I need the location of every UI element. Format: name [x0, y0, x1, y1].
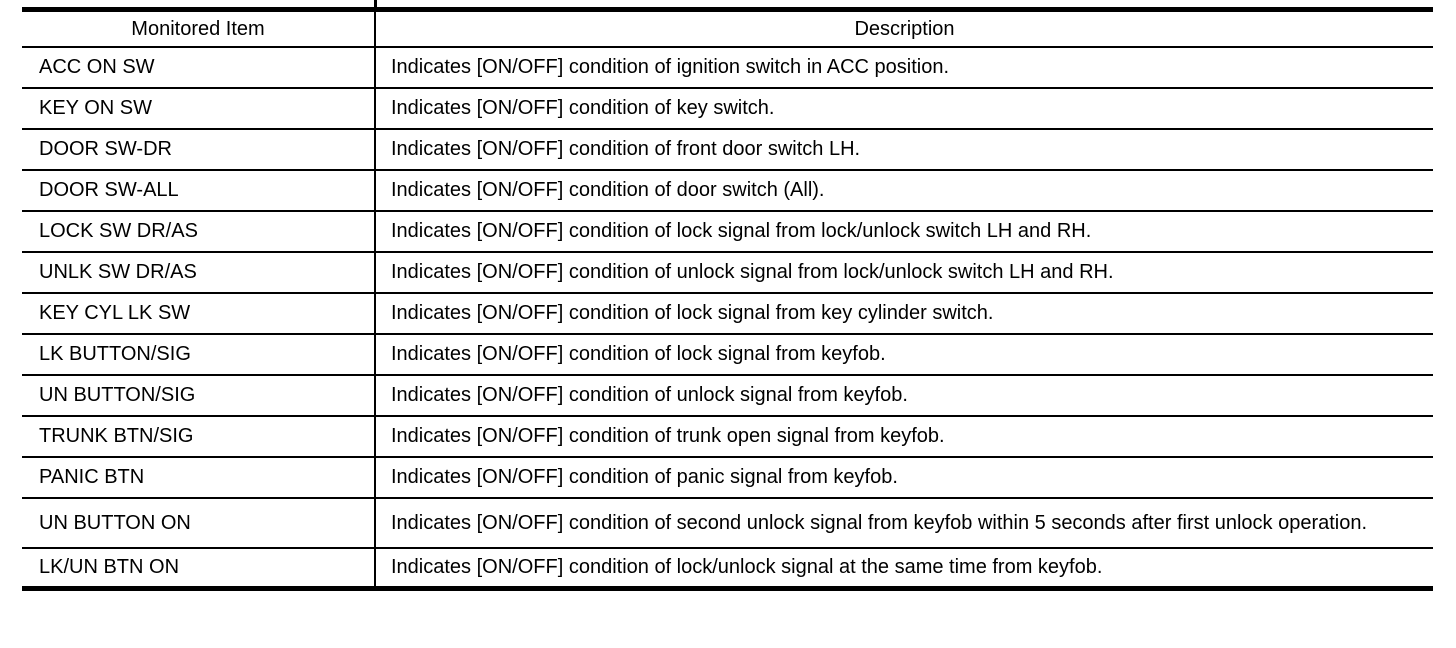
- monitored-item-cell: LK BUTTON/SIG: [22, 333, 376, 376]
- monitored-item-cell: LOCK SW DR/AS: [22, 210, 376, 253]
- monitored-items-table-wrap: Monitored Item Description ACC ON SW Ind…: [22, 0, 1433, 591]
- description-cell: Indicates [ON/OFF] condition of trunk op…: [375, 415, 1433, 458]
- description-cell: Indicates [ON/OFF] condition of unlock s…: [375, 374, 1433, 417]
- table-row: DOOR SW-ALL Indicates [ON/OFF] condition…: [22, 169, 1433, 212]
- description-cell: Indicates [ON/OFF] condition of lock sig…: [375, 333, 1433, 376]
- table-row: UN BUTTON/SIG Indicates [ON/OFF] conditi…: [22, 374, 1433, 417]
- monitored-item-cell: DOOR SW-DR: [22, 128, 376, 171]
- monitored-item-cell: UN BUTTON ON: [22, 497, 376, 549]
- monitored-item-cell: KEY ON SW: [22, 87, 376, 130]
- description-cell: Indicates [ON/OFF] condition of key swit…: [375, 87, 1433, 130]
- table-row: KEY CYL LK SW Indicates [ON/OFF] conditi…: [22, 292, 1433, 335]
- table-row: LK/UN BTN ON Indicates [ON/OFF] conditio…: [22, 547, 1433, 590]
- table-row: UNLK SW DR/AS Indicates [ON/OFF] conditi…: [22, 251, 1433, 294]
- table-header: Monitored Item Description: [22, 9, 1433, 48]
- table-row: PANIC BTN Indicates [ON/OFF] condition o…: [22, 456, 1433, 499]
- description-cell: Indicates [ON/OFF] condition of panic si…: [375, 456, 1433, 499]
- table-row: DOOR SW-DR Indicates [ON/OFF] condition …: [22, 128, 1433, 171]
- table-body: ACC ON SW Indicates [ON/OFF] condition o…: [22, 46, 1433, 590]
- header-row: Monitored Item Description: [22, 9, 1433, 48]
- header-monitored-item: Monitored Item: [22, 9, 376, 48]
- monitored-item-cell: UN BUTTON/SIG: [22, 374, 376, 417]
- description-cell: Indicates [ON/OFF] condition of lock sig…: [375, 292, 1433, 335]
- description-cell: Indicates [ON/OFF] condition of second u…: [375, 497, 1433, 549]
- description-cell: Indicates [ON/OFF] condition of ignition…: [375, 46, 1433, 89]
- monitored-item-cell: KEY CYL LK SW: [22, 292, 376, 335]
- description-cell: Indicates [ON/OFF] condition of front do…: [375, 128, 1433, 171]
- table-row: KEY ON SW Indicates [ON/OFF] condition o…: [22, 87, 1433, 130]
- description-cell: Indicates [ON/OFF] condition of door swi…: [375, 169, 1433, 212]
- description-cell: Indicates [ON/OFF] condition of lock sig…: [375, 210, 1433, 253]
- table-row: UN BUTTON ON Indicates [ON/OFF] conditio…: [22, 497, 1433, 549]
- header-description: Description: [375, 9, 1433, 48]
- monitored-item-cell: ACC ON SW: [22, 46, 376, 89]
- monitored-item-cell: TRUNK BTN/SIG: [22, 415, 376, 458]
- monitored-item-cell: LK/UN BTN ON: [22, 547, 376, 590]
- monitored-item-cell: PANIC BTN: [22, 456, 376, 499]
- monitored-item-cell: UNLK SW DR/AS: [22, 251, 376, 294]
- column-divider-tick: [374, 0, 377, 8]
- description-cell: Indicates [ON/OFF] condition of lock/unl…: [375, 547, 1433, 590]
- description-cell: Indicates [ON/OFF] condition of unlock s…: [375, 251, 1433, 294]
- table-row: TRUNK BTN/SIG Indicates [ON/OFF] conditi…: [22, 415, 1433, 458]
- table-row: LOCK SW DR/AS Indicates [ON/OFF] conditi…: [22, 210, 1433, 253]
- monitored-items-table: Monitored Item Description ACC ON SW Ind…: [22, 7, 1433, 591]
- monitored-item-cell: DOOR SW-ALL: [22, 169, 376, 212]
- table-row: LK BUTTON/SIG Indicates [ON/OFF] conditi…: [22, 333, 1433, 376]
- table-row: ACC ON SW Indicates [ON/OFF] condition o…: [22, 46, 1433, 89]
